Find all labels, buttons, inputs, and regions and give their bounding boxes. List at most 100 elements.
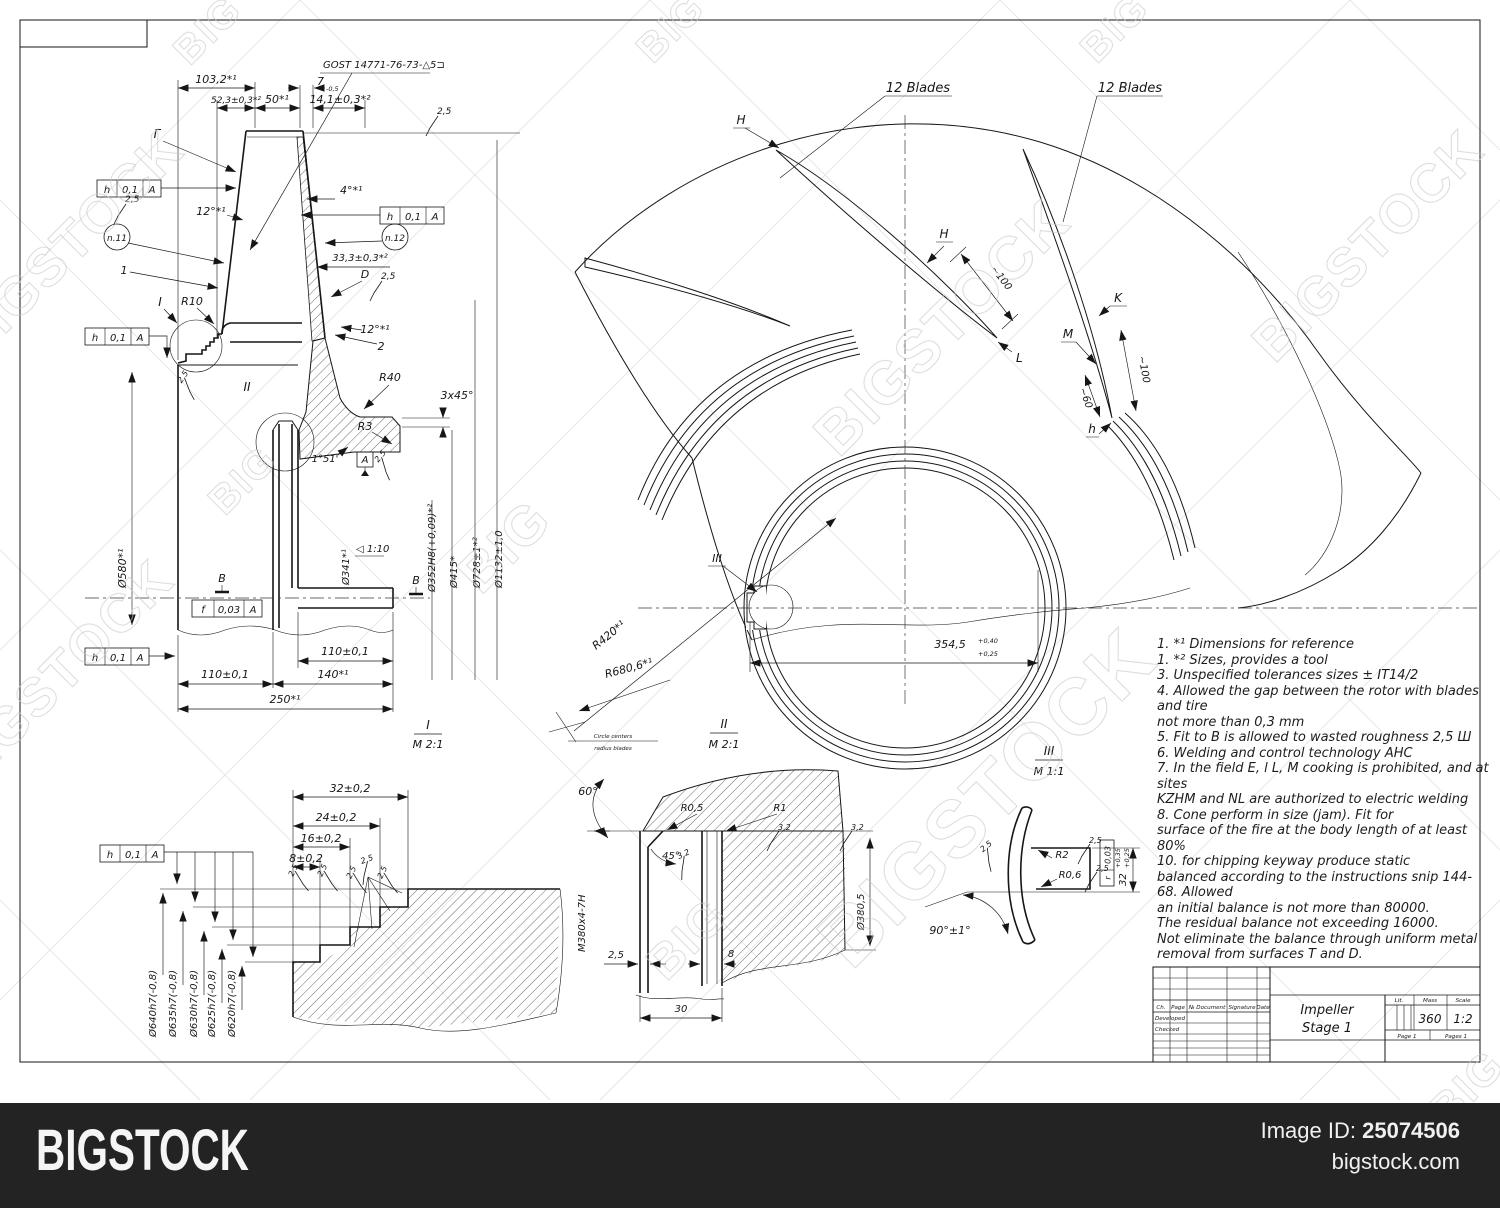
tb-col-doc: № Document: [1188, 1005, 1226, 1011]
callout-i-scale: M 2:1: [413, 738, 444, 751]
dim-50: 50*¹: [265, 93, 289, 106]
dia-630h7: Ø630h7(-0,8): [188, 970, 200, 1038]
image-id-label: Image ID:: [1260, 1118, 1356, 1143]
gdt-h1-datum: A: [148, 185, 156, 196]
dia-380-5: Ø380,5: [855, 894, 867, 932]
callout-ii-label: II: [720, 717, 728, 731]
roughness-mark: 2,5: [125, 195, 140, 205]
dim-354-5-lower: +0,25: [978, 650, 998, 658]
surface-d-label: D: [361, 268, 369, 281]
chamfer-3x45: 3x45°: [440, 389, 473, 402]
dim-100-left: ~100: [988, 264, 1014, 292]
radius-r1: R1: [773, 803, 786, 814]
blade-h-mid: H: [939, 227, 948, 241]
tb-row-checked: Checked: [1155, 1027, 1180, 1033]
dim-32-02: 32±0,2: [330, 782, 371, 795]
angle-45: 45°: [662, 851, 680, 862]
step-detail-linework: [160, 790, 564, 1032]
gdt-f-symbol: f: [201, 605, 206, 616]
note-line: surface of the fire at the body length o…: [1157, 823, 1468, 854]
gdt-r-symbol: r: [1104, 876, 1113, 880]
blade-m: M: [1063, 327, 1074, 341]
roughness-mark: 2,5: [1096, 864, 1109, 873]
blade-h-small: h: [1088, 422, 1096, 436]
tb-scale-label: Scale: [1455, 998, 1471, 1004]
gdt-f-datum: A: [249, 605, 257, 616]
pos-2: 2: [378, 340, 385, 353]
step-detail-labels: 32±0,2 24±0,2 16±0,2 8±0,2 Ø640h7(-0,8) …: [147, 782, 404, 1038]
dim-8: 8: [728, 949, 734, 960]
note-line: 5. Fit to B is allowed to wasted roughne…: [1157, 730, 1472, 745]
dim-7: 7: [317, 75, 324, 88]
dim-110-left: 110±0,1: [201, 668, 249, 681]
pos-1: 1: [121, 264, 128, 277]
radius-r2: R2: [1055, 850, 1068, 861]
dim-12deg-right: 12°*¹: [360, 323, 389, 336]
roughness-mark: 3,2: [851, 823, 864, 832]
note-line: 1. *² Sizes, provides a tool: [1157, 652, 1328, 668]
callout-iii-scale: M 1:1: [1034, 765, 1065, 778]
dim-wall-25: 2,5: [608, 950, 624, 961]
roughness-mark: 3,2: [676, 848, 691, 862]
detail-ii-labels: II M 2:1 60° R0,5 R1 45° M380x4-7H 2,5 8…: [577, 717, 867, 1015]
right-view-labels: 12 Blades 12 Blades H H L K M h ~100 ~10…: [590, 81, 1163, 752]
dim-8-02: 8±0,2: [289, 852, 323, 865]
note-line: 4. Allowed the gap between the rotor wit…: [1157, 683, 1479, 715]
note-line: Not eliminate the balance through unifor…: [1157, 931, 1478, 947]
note-radius-blades: radius blades: [594, 746, 632, 752]
weld-spec: GOST 14771-76-73-△5⊐: [323, 60, 445, 71]
roughness-mark: 2,5: [978, 839, 994, 854]
detail-ii-dimensions: [592, 778, 874, 1022]
note-n12: n.12: [385, 234, 405, 244]
gdt-h4-datum: A: [136, 653, 144, 664]
right-view-dimensions: [568, 95, 1163, 742]
thread-m380: M380x4-7H: [577, 894, 588, 952]
image-id-value: 25074506: [1362, 1118, 1460, 1143]
note-line: removal from surfaces T and D.: [1157, 947, 1363, 962]
radius-r680: R680,6*¹: [603, 656, 654, 681]
tb-lit-label: Lit.: [1395, 998, 1404, 1004]
dia-341: Ø341*¹: [340, 549, 352, 586]
blades-count-right: 12 Blades: [1098, 81, 1162, 96]
dim-33-3: 33,3±0,3*²: [332, 253, 388, 264]
dia-635h7: Ø635h7(-0,8): [167, 970, 179, 1038]
left-view-gdt-frames: h 0,1 A h 0,1 A h 0,1 A h 0,1 A f 0,03 A: [84, 179, 445, 666]
dim-14-1: 14,1±0,3*²: [309, 93, 371, 106]
left-view-dimensions: [127, 72, 447, 713]
radius-r40: R40: [379, 371, 401, 384]
dim-354-5-upper: +0,40: [978, 637, 998, 645]
dim-354-5: 354,5: [934, 638, 966, 651]
note-line: 1. *¹ Dimensions for reference: [1157, 637, 1355, 652]
gdt-h1-symbol: h: [104, 185, 110, 196]
dim-32: 32: [1118, 873, 1129, 886]
roughness-mark: 2,5: [381, 272, 396, 282]
blade-l: L: [1016, 351, 1023, 365]
dim-30: 30: [675, 1004, 688, 1015]
dim-250: 250*¹: [270, 693, 301, 706]
roughness-mark: 2,5: [359, 853, 374, 866]
tb-page: Page 1: [1397, 1034, 1416, 1040]
dim-12deg-top: 12°*¹: [196, 205, 225, 218]
radius-r420: R420*¹: [590, 618, 628, 652]
callout-iii-label: III: [1044, 744, 1055, 758]
part-name: Impeller: [1300, 1003, 1355, 1018]
note-line: KZHM and NL are authorized to electric w…: [1157, 792, 1469, 807]
tb-mass-label: Mass: [1423, 998, 1437, 1004]
angle-60: 60°: [578, 785, 598, 798]
taper-1-10: ◁ 1:10: [356, 544, 389, 555]
title-block: Ch. Page № Document Signature Date Devel…: [1152, 966, 1481, 1063]
dim-103-2: 103,2*¹: [195, 73, 236, 86]
gdt-h3-symbol: h: [92, 333, 98, 344]
note-line: not more than 0,3 mm: [1157, 714, 1305, 730]
gdt-h4-symbol: h: [92, 653, 98, 664]
dim-7-tol: -0,5: [326, 85, 339, 93]
note-line: 3. Unspecified tolerances sizes ± IT14/2: [1157, 668, 1419, 683]
tb-col-date: Date: [1256, 1005, 1270, 1011]
part-stage: Stage 1: [1302, 1021, 1352, 1036]
sheet-frame: [19, 19, 1481, 1063]
note-line: an initial balance is not more than 8000…: [1157, 900, 1430, 916]
bigstock-logo: BIGSTOCK: [36, 1116, 249, 1183]
blades-count-left: 12 Blades: [886, 81, 950, 96]
dia-640h7: Ø640h7(-0,8): [147, 970, 159, 1038]
detail-iii-labels: III M 1:1 R2 R0,6 32 +0,35 +0,25 90°±1° …: [929, 744, 1131, 937]
